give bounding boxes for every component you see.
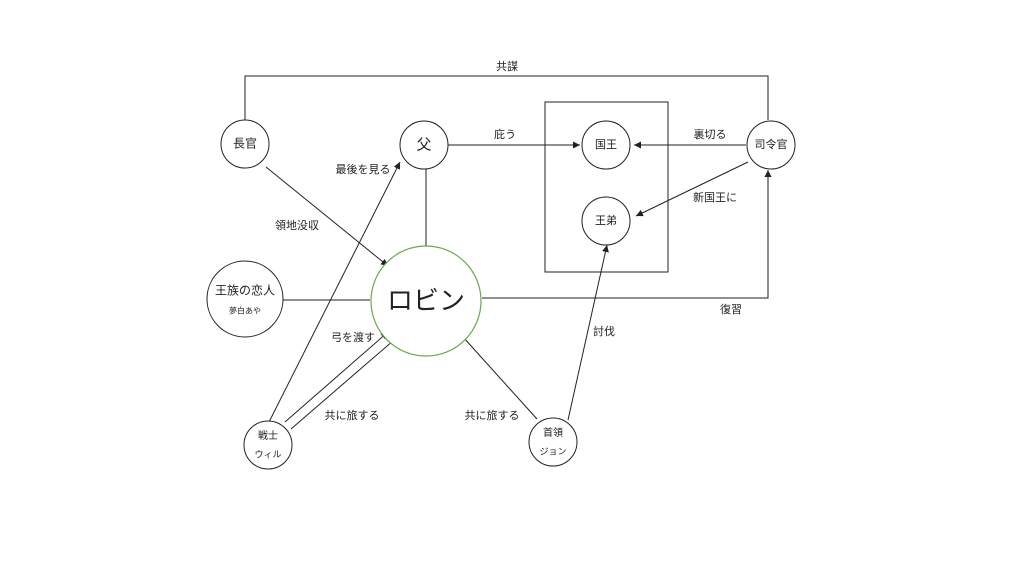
node-warrior: 戦士 ウィル: [243, 420, 293, 470]
node-king: 国王: [581, 120, 631, 170]
label-travel-john: 共に旅する: [465, 408, 520, 422]
node-royal-lover-label: 王族の恋人: [215, 283, 275, 298]
node-commander-label: 司令官: [755, 137, 788, 151]
node-chief-label: 首領: [543, 426, 563, 439]
node-royal-lover-actor: 夢白あや: [229, 306, 261, 316]
label-revenge: 復習: [720, 303, 742, 316]
label-protect: 庇う: [494, 127, 516, 141]
edge-travel-will: [290, 339, 395, 430]
node-king-brother-label: 王弟: [595, 214, 617, 227]
edge-conspiracy: [244, 75, 769, 120]
label-see-end: 最後を見る: [336, 162, 391, 176]
node-robin: ロビン: [370, 245, 482, 357]
node-father-label: 父: [416, 136, 431, 154]
node-robin-label: ロビン: [387, 287, 465, 317]
label-travel-will: 共に旅する: [325, 408, 380, 422]
node-father: 父: [399, 120, 449, 170]
edge-subjugate: [567, 244, 609, 421]
label-conspiracy: 共謀: [496, 59, 518, 73]
edge-see-end: [267, 161, 401, 425]
edge-give-bow: [284, 331, 389, 423]
node-chokan-label: 長官: [233, 136, 257, 151]
label-betray: 裏切る: [694, 127, 727, 141]
node-chief: 首領 ジョン: [528, 417, 578, 467]
node-chief-name: ジョン: [539, 448, 566, 458]
edge-travel-john: [462, 336, 538, 420]
edge-revenge: [482, 170, 772, 299]
label-confiscate: 領地没収: [275, 218, 319, 232]
node-king-brother: 王弟: [581, 196, 631, 246]
label-subjugate: 討伐: [593, 324, 615, 338]
node-commander: 司令官: [746, 120, 796, 170]
node-warrior-label: 戦士: [258, 429, 278, 442]
node-warrior-name: ウィル: [254, 450, 281, 461]
edge-confiscate: [265, 166, 389, 267]
node-royal-lover: 王族の恋人 夢白あや: [206, 260, 284, 338]
node-chokan: 長官: [220, 119, 270, 169]
edge-new-king: [635, 161, 749, 217]
label-new-king: 新国王に: [693, 190, 737, 204]
label-give-bow: 弓を渡す: [331, 330, 375, 344]
royal-group-box: [544, 101, 669, 273]
node-king-label: 国王: [595, 138, 617, 151]
